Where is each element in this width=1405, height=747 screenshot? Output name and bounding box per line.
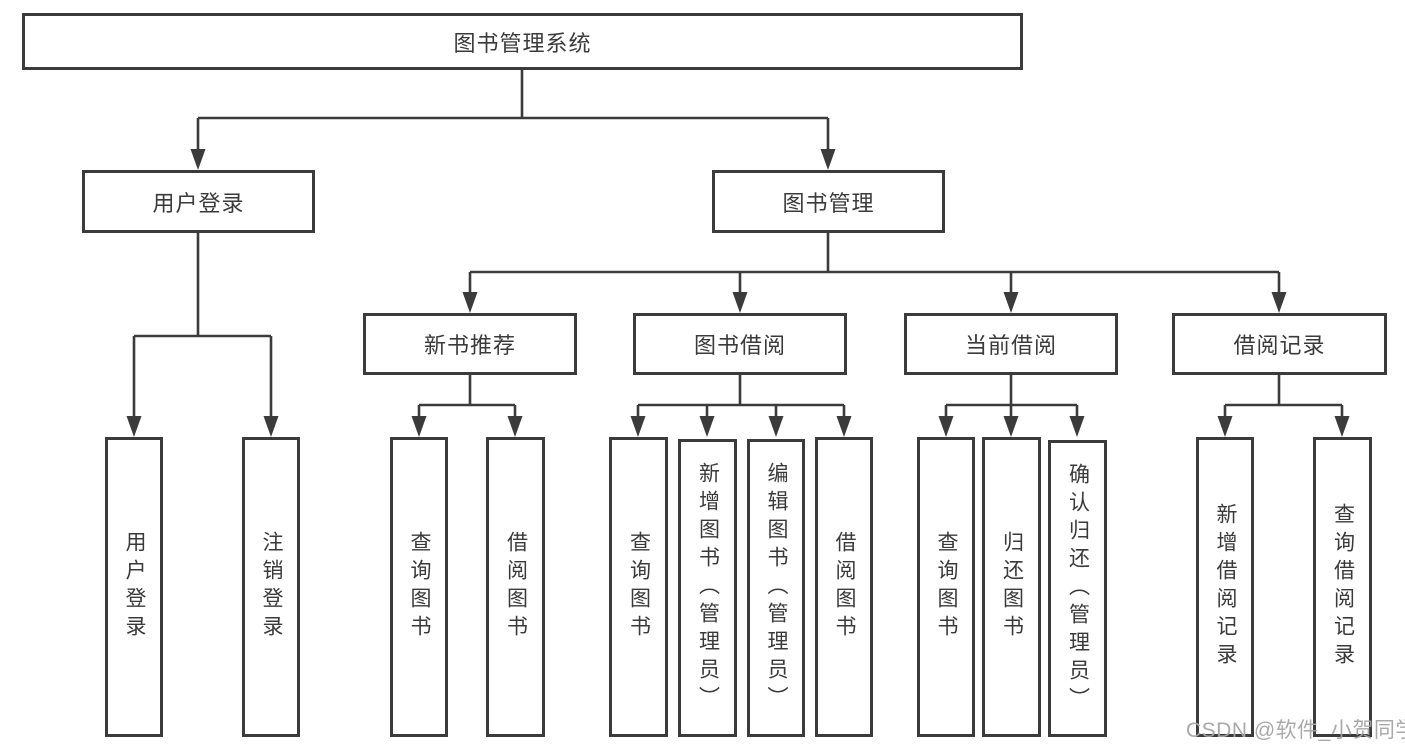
leaf-query-borrow-record: 查询借阅记录 bbox=[1313, 437, 1372, 737]
node-user-login-group: 用户登录 bbox=[82, 170, 315, 233]
node-label: 图书管理 bbox=[782, 190, 875, 216]
leaf-label: 新增图书（管理员） bbox=[696, 462, 720, 714]
leaf-query-books-recommend: 查询图书 bbox=[390, 437, 448, 737]
leaf-label: 借阅图书 bbox=[833, 531, 856, 643]
leaf-label: 查询借阅记录 bbox=[1331, 503, 1355, 671]
node-label: 新书推荐 bbox=[423, 333, 516, 358]
leaf-add-borrow-record: 新增借阅记录 bbox=[1196, 437, 1254, 737]
leaf-edit-books-admin: 编辑图书（管理员） bbox=[747, 439, 805, 737]
leaf-label: 新增借阅记录 bbox=[1214, 503, 1237, 671]
leaf-confirm-return-admin: 确认归还（管理员） bbox=[1048, 440, 1107, 737]
leaf-label: 确认归还（管理员） bbox=[1066, 462, 1090, 715]
node-root-system: 图书管理系统 bbox=[22, 13, 1023, 70]
leaf-label: 查询图书 bbox=[408, 531, 431, 643]
node-label: 借阅记录 bbox=[1233, 333, 1326, 358]
leaf-logout: 注销登录 bbox=[242, 437, 300, 737]
node-label: 当前借阅 bbox=[964, 333, 1057, 358]
leaf-borrow-books: 借阅图书 bbox=[815, 437, 873, 737]
node-book-borrow: 图书借阅 bbox=[633, 313, 847, 375]
leaf-return-books: 归还图书 bbox=[982, 437, 1041, 737]
leaf-query-books-current: 查询图书 bbox=[917, 437, 975, 737]
leaf-query-books-borrow: 查询图书 bbox=[609, 437, 668, 737]
leaf-borrow-books-recommend: 借阅图书 bbox=[486, 437, 545, 737]
node-new-book-recommend: 新书推荐 bbox=[363, 313, 577, 375]
csdn-watermark: CSDN @软件_小贺同学 bbox=[1186, 719, 1405, 742]
node-current-borrow: 当前借阅 bbox=[904, 313, 1118, 375]
leaf-label: 编辑图书（管理员） bbox=[765, 462, 788, 714]
node-root-label: 图书管理系统 bbox=[453, 30, 592, 56]
node-book-management: 图书管理 bbox=[712, 170, 945, 233]
leaf-label: 查询图书 bbox=[627, 531, 651, 643]
node-label: 图书借阅 bbox=[693, 333, 786, 358]
leaf-label: 借阅图书 bbox=[504, 531, 528, 643]
node-label: 用户登录 bbox=[152, 190, 245, 216]
leaf-add-books-admin: 新增图书（管理员） bbox=[678, 439, 737, 737]
node-borrow-records: 借阅记录 bbox=[1172, 313, 1387, 375]
leaf-user-login: 用户登录 bbox=[105, 437, 163, 737]
leaf-label: 注销登录 bbox=[260, 531, 283, 643]
leaf-label: 用户登录 bbox=[123, 531, 146, 643]
leaf-label: 归还图书 bbox=[1000, 531, 1024, 643]
leaf-label: 查询图书 bbox=[935, 531, 958, 643]
